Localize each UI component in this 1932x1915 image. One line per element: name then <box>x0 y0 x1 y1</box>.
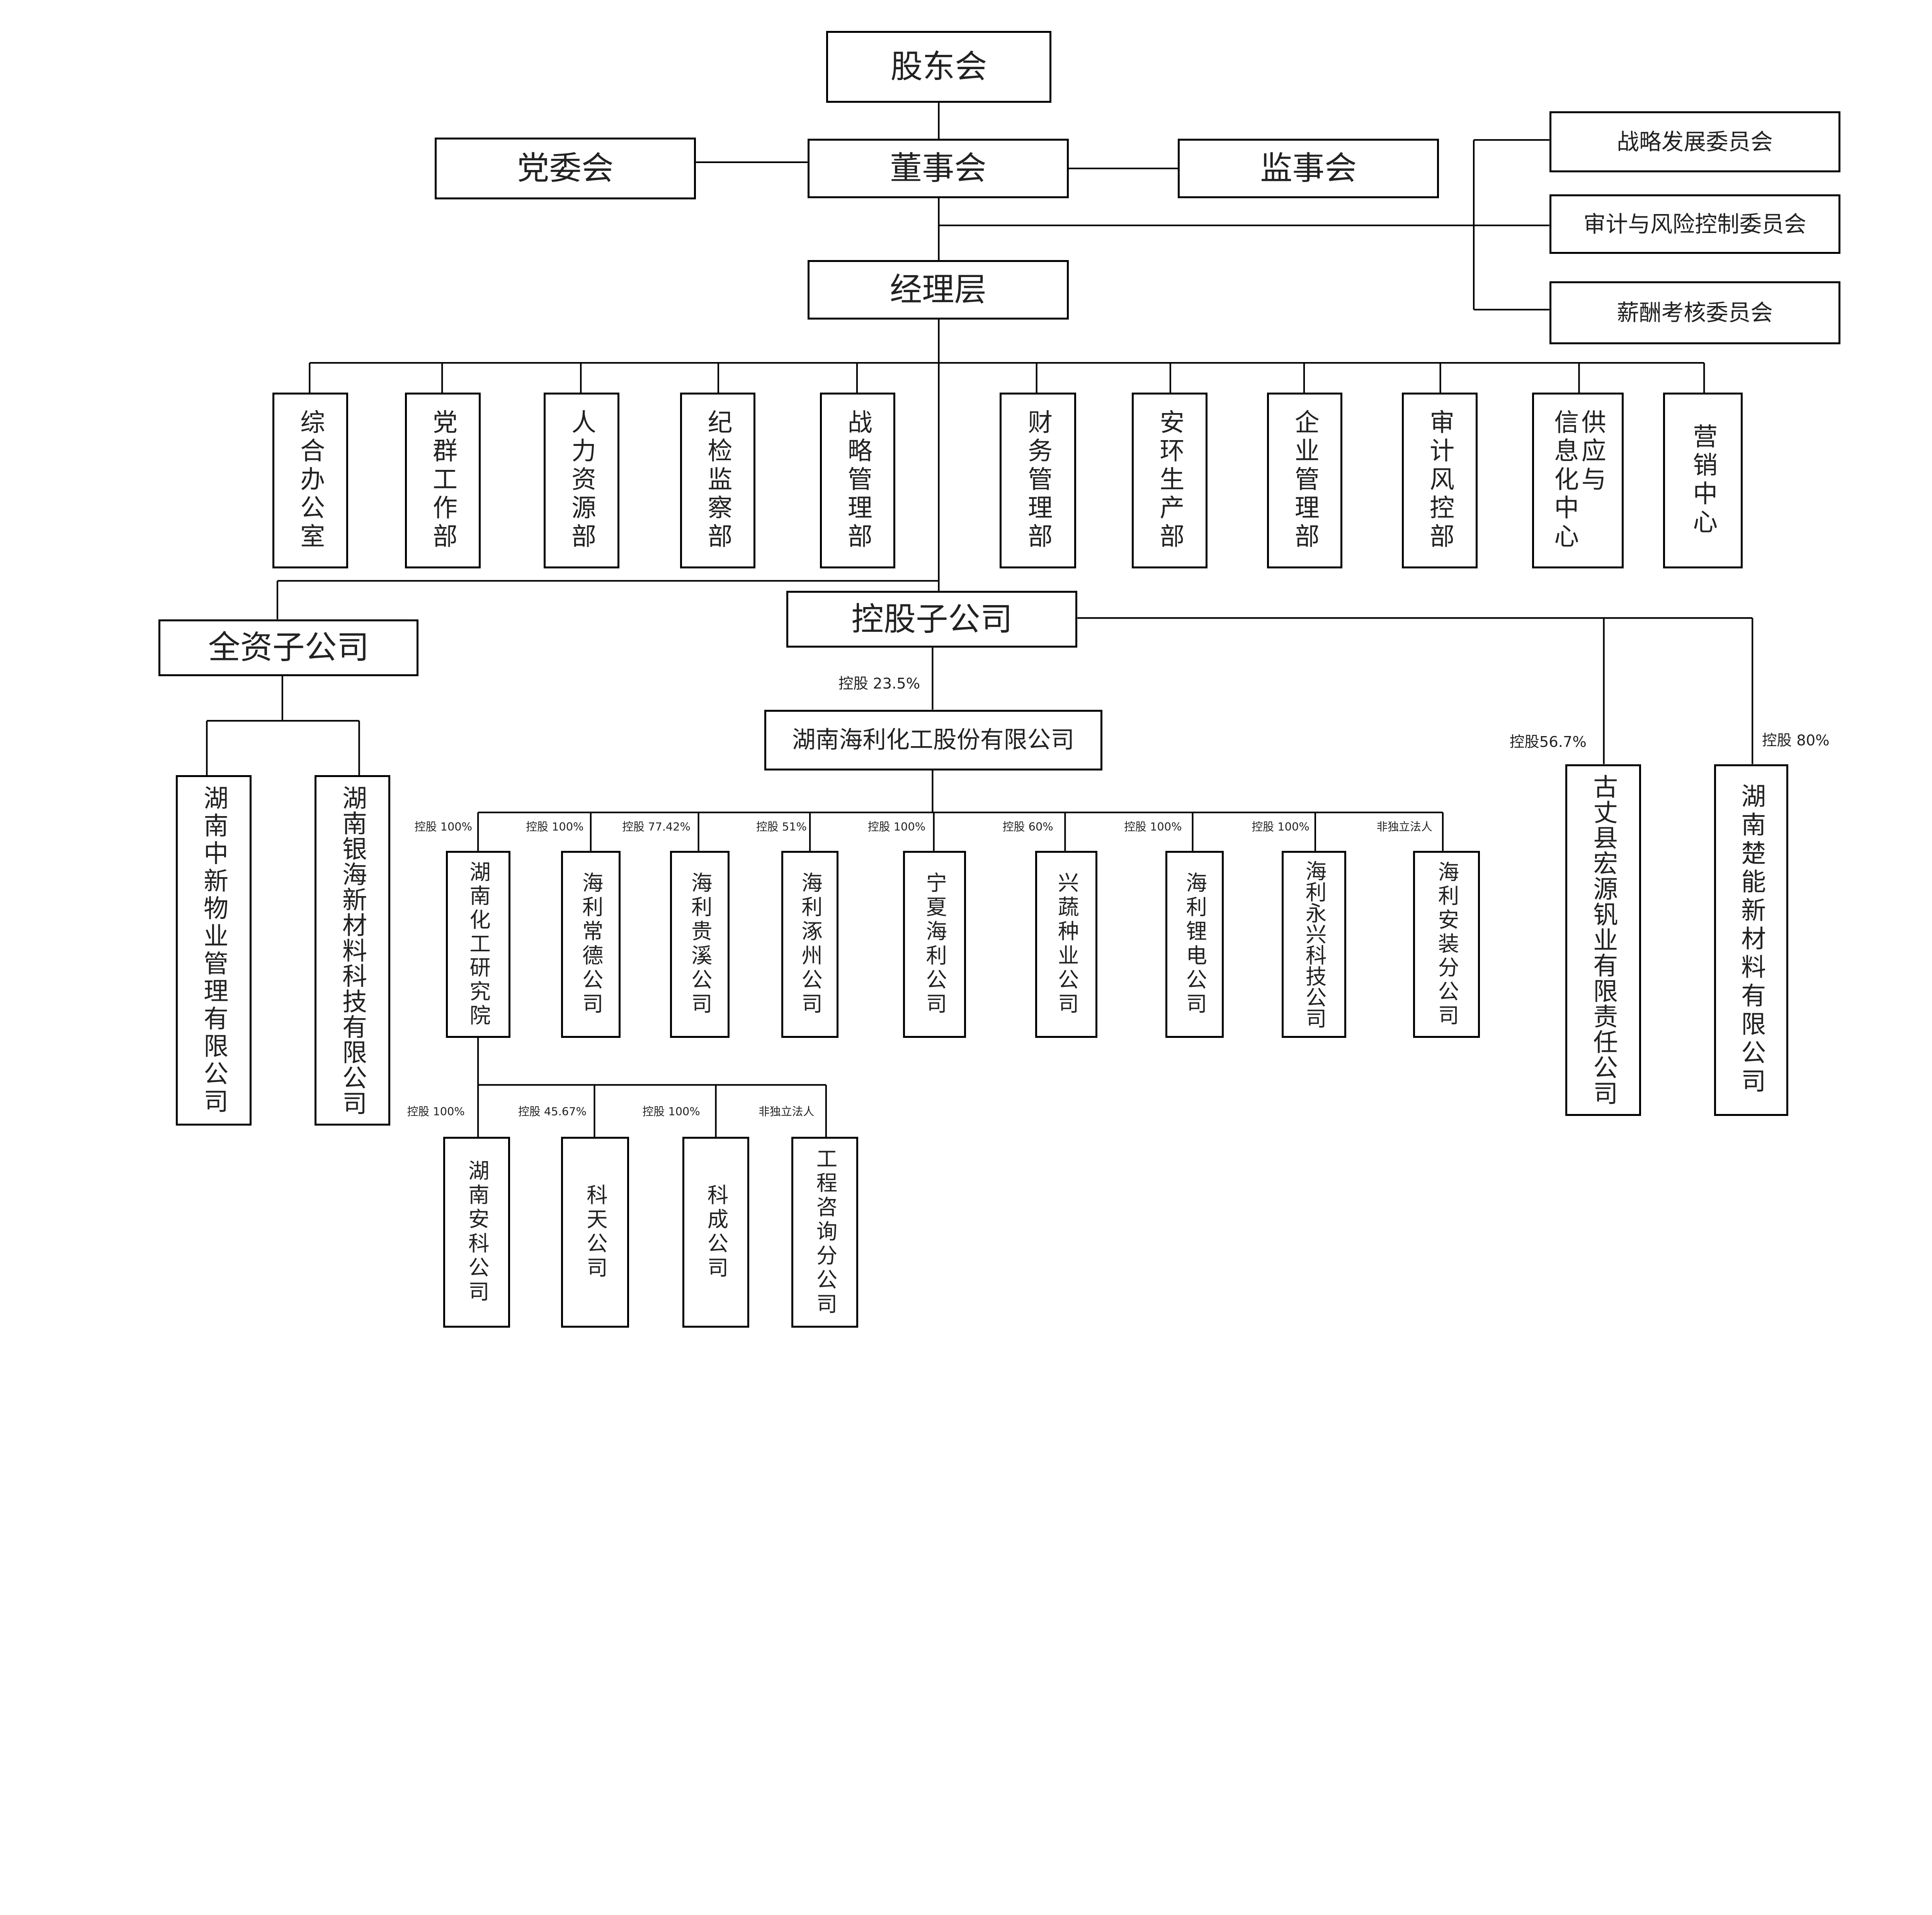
holding-other-company-1-label: 湖南楚能新材料有限公司 <box>1737 783 1766 1097</box>
institute-subsidiary-0-label: 湖南安科公司 <box>464 1160 490 1305</box>
hali-sub-share-label-0: 控股 100% <box>414 820 473 833</box>
hali-subsidiary-5-label: 兴蔬种业公司 <box>1054 871 1079 1017</box>
strategy-committee-label: 战略发展委员会 <box>1617 128 1773 155</box>
wholly-owned-company-0-label: 湖南中新物业管理有限公司 <box>199 785 228 1116</box>
department-2-label: 人力资源部 <box>567 409 596 552</box>
hali-subsidiary-6-label: 海利锂电公司 <box>1182 871 1208 1017</box>
supervisory-board-label: 监事会 <box>1260 149 1357 187</box>
holding-other-company-0-label: 古丈县宏源钒业有限责任公司 <box>1589 774 1618 1106</box>
holding-main-share-label: 控股 23.5% <box>838 675 920 693</box>
hali-subsidiary-8-label: 海利安装分公司 <box>1434 861 1459 1028</box>
hali-sub-share-label-1: 控股 100% <box>526 820 584 833</box>
hali-subsidiary-1-label: 海利常德公司 <box>578 871 604 1017</box>
hali-sub-share-label-7: 控股 100% <box>1252 820 1310 833</box>
holding-subsidiaries-label: 控股子公司 <box>851 600 1013 638</box>
hunan-haili-chemical-label: 湖南海利化工股份有限公司 <box>792 726 1075 754</box>
institute-sub-share-label-3: 非独立法人 <box>759 1105 815 1118</box>
wholly-owned-subsidiaries: 全资子公司 <box>158 619 419 676</box>
department-10-label: 营销中心 <box>1689 423 1718 538</box>
hali-subsidiary-4: 宁夏海利公司 <box>903 850 966 1038</box>
institute-subsidiary-1: 科天公司 <box>561 1137 629 1328</box>
hali-sub-share-label-3: 控股 51% <box>756 820 807 833</box>
shareholders-meeting: 股东会 <box>826 31 1052 103</box>
holding-other-company-0: 古丈县宏源钒业有限责任公司 <box>1565 764 1641 1116</box>
shareholders-meeting-label: 股东会 <box>890 48 987 86</box>
party-committee-label: 党委会 <box>517 149 614 187</box>
hali-subsidiary-6: 海利锂电公司 <box>1165 850 1224 1038</box>
management-layer: 经理层 <box>807 260 1069 320</box>
hali-subsidiary-7: 海利永兴科技公司 <box>1282 850 1346 1038</box>
hali-sub-share-label-8: 非独立法人 <box>1376 820 1432 833</box>
board-of-directors: 董事会 <box>807 138 1069 198</box>
strategy-committee: 战略发展委员会 <box>1549 111 1840 172</box>
institute-sub-share-label-1: 控股 45.67% <box>518 1105 587 1118</box>
department-4: 战略管理部 <box>820 393 896 569</box>
hali-subsidiary-2-label: 海利贵溪公司 <box>687 871 713 1017</box>
department-2: 人力资源部 <box>544 393 619 569</box>
hali-subsidiary-0-label: 湖南化工研究院 <box>466 861 491 1028</box>
hali-subsidiary-1: 海利常德公司 <box>561 850 621 1038</box>
audit-risk-committee-label: 审计与风险控制委员会 <box>1583 211 1806 237</box>
holding-other-company-1: 湖南楚能新材料有限公司 <box>1714 764 1789 1116</box>
hali-subsidiary-2: 海利贵溪公司 <box>670 850 730 1038</box>
department-8-label: 审计风控部 <box>1425 409 1454 552</box>
hali-subsidiary-3: 海利涿州公司 <box>781 850 838 1038</box>
hunan-haili-chemical: 湖南海利化工股份有限公司 <box>764 709 1102 770</box>
holding-subsidiaries: 控股子公司 <box>786 590 1078 648</box>
department-3: 纪检监察部 <box>680 393 756 569</box>
party-committee: 党委会 <box>435 137 696 200</box>
institute-subsidiary-3-label: 工程咨询分公司 <box>813 1147 838 1317</box>
department-5-label: 财务管理部 <box>1024 409 1053 552</box>
hali-subsidiary-4-label: 宁夏海利公司 <box>922 871 947 1017</box>
department-4-label: 战略管理部 <box>843 409 872 552</box>
hali-subsidiary-5: 兴蔬种业公司 <box>1035 850 1097 1038</box>
org-chart: 股东会党委会 董事会 监事会 战略发展委员会审计与风险控制委员会薪酬考核委员会 经理层综… <box>158 31 1840 1328</box>
holding-other-1-share-label: 控股 80% <box>1762 732 1830 750</box>
hali-subsidiary-8: 海利安装分公司 <box>1413 850 1480 1038</box>
department-1-label: 党群工作部 <box>429 409 457 552</box>
department-10: 营销中心 <box>1663 393 1743 569</box>
institute-subsidiary-0: 湖南安科公司 <box>443 1137 510 1328</box>
wholly-owned-company-1-label: 湖南银海新材料科技有限公司 <box>338 785 367 1116</box>
hali-subsidiary-0: 湖南化工研究院 <box>446 850 510 1038</box>
compensation-committee: 薪酬考核委员会 <box>1549 281 1840 345</box>
department-7: 企业管理部 <box>1267 393 1343 569</box>
institute-subsidiary-2: 科成公司 <box>682 1137 750 1328</box>
department-8: 审计风控部 <box>1402 393 1478 569</box>
department-9: 供应与信息化中心 <box>1532 393 1624 569</box>
institute-sub-share-label-2: 控股 100% <box>642 1105 700 1118</box>
hali-sub-share-label-5: 控股 60% <box>1002 820 1053 833</box>
institute-subsidiary-1-label: 科天公司 <box>583 1184 608 1281</box>
department-0-label: 综合办公室 <box>296 409 325 552</box>
wholly-owned-company-1: 湖南银海新材料科技有限公司 <box>315 775 390 1126</box>
audit-risk-committee: 审计与风险控制委员会 <box>1549 194 1840 254</box>
department-6: 安环生产部 <box>1132 393 1208 569</box>
holding-other-0-share-label: 控股56.7% <box>1509 733 1587 751</box>
hali-sub-share-label-2: 控股 77.42% <box>622 820 691 833</box>
department-0: 综合办公室 <box>272 393 348 569</box>
department-6-label: 安环生产部 <box>1155 409 1184 552</box>
board-of-directors-label: 董事会 <box>889 149 986 187</box>
hali-subsidiary-7-label: 海利永兴科技公司 <box>1302 860 1327 1029</box>
institute-subsidiary-3: 工程咨询分公司 <box>791 1137 859 1328</box>
wholly-owned-company-0: 湖南中新物业管理有限公司 <box>176 775 252 1126</box>
management-layer-label: 经理层 <box>889 271 986 309</box>
institute-sub-share-label-0: 控股 100% <box>407 1105 465 1118</box>
hali-sub-share-label-4: 控股 100% <box>867 820 926 833</box>
compensation-committee-label: 薪酬考核委员会 <box>1617 299 1773 326</box>
department-1: 党群工作部 <box>405 393 481 569</box>
hali-subsidiary-3-label: 海利涿州公司 <box>798 871 823 1017</box>
department-9-label: 供应与信息化中心 <box>1550 409 1606 552</box>
supervisory-board: 监事会 <box>1178 138 1439 198</box>
institute-subsidiary-2-label: 科成公司 <box>704 1184 729 1281</box>
department-7-label: 企业管理部 <box>1290 409 1319 552</box>
connector-lines <box>206 103 1753 1137</box>
hali-sub-share-label-6: 控股 100% <box>1124 820 1182 833</box>
department-5: 财务管理部 <box>999 393 1077 569</box>
wholly-owned-subsidiaries-label: 全资子公司 <box>208 629 369 667</box>
department-3-label: 纪检监察部 <box>703 409 732 552</box>
